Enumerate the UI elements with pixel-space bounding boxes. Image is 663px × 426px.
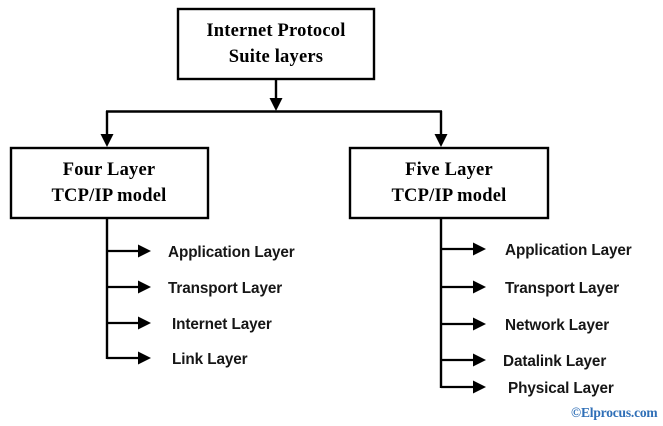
root-node-box [176, 7, 376, 81]
four-layer-list-item-application: Application Layer [168, 244, 295, 261]
branch-node-four-layer: Four Layer TCP/IP model [9, 146, 210, 220]
watermark: © Elprocus.com [571, 405, 659, 420]
right-branch-arrowhead [434, 134, 448, 147]
five-layer-list-item-physical: Physical Layer [508, 380, 614, 397]
five-layer-list-item-transport: Transport Layer [505, 280, 619, 297]
four-layer-title-line2: TCP/IP model [52, 186, 167, 206]
left-branch-arrowhead [100, 134, 114, 147]
five-layer-arrowhead-4 [473, 353, 486, 367]
five-layer-title-line2: TCP/IP model [392, 186, 507, 206]
four-layer-arrowhead-4 [138, 351, 151, 365]
branch-node-five-layer: Five Layer TCP/IP model [348, 146, 550, 220]
branch-split-connector [100, 110, 448, 147]
root-node-title-line2: Suite layers [229, 47, 323, 67]
four-layer-arrowhead-3 [138, 316, 151, 330]
root-node: Internet Protocol Suite layers [176, 7, 376, 81]
root-to-bus-connector [269, 79, 283, 111]
five-layer-box [348, 146, 550, 220]
five-layer-list-item-datalink: Datalink Layer [503, 353, 606, 370]
four-layer-layer-connectors [105, 218, 151, 365]
five-layer-arrowhead-5 [473, 380, 486, 394]
watermark-label: Elprocus.com [581, 405, 658, 420]
five-layer-arrowhead-2 [473, 280, 486, 294]
copyright-icon: © [571, 405, 581, 420]
five-layer-title-line1: Five Layer [405, 160, 493, 180]
four-layer-box [9, 146, 210, 220]
four-layer-layer-list: Application Layer Transport Layer Intern… [168, 244, 295, 368]
root-down-arrowhead [269, 98, 283, 111]
five-layer-arrowhead-1 [473, 242, 486, 256]
four-layer-arrowhead-1 [138, 244, 151, 258]
five-layer-list-item-network: Network Layer [505, 317, 609, 334]
five-layer-layer-connectors [439, 218, 486, 394]
four-layer-title-line1: Four Layer [63, 160, 156, 180]
five-layer-layer-list: Application Layer Transport Layer Networ… [503, 242, 632, 397]
five-layer-arrowhead-3 [473, 317, 486, 331]
four-layer-arrowhead-2 [138, 280, 151, 294]
root-node-title-line1: Internet Protocol [206, 21, 345, 41]
four-layer-list-item-internet: Internet Layer [172, 316, 272, 333]
five-layer-list-item-application: Application Layer [505, 242, 632, 259]
four-layer-list-item-link: Link Layer [172, 351, 248, 368]
four-layer-list-item-transport: Transport Layer [168, 280, 282, 297]
